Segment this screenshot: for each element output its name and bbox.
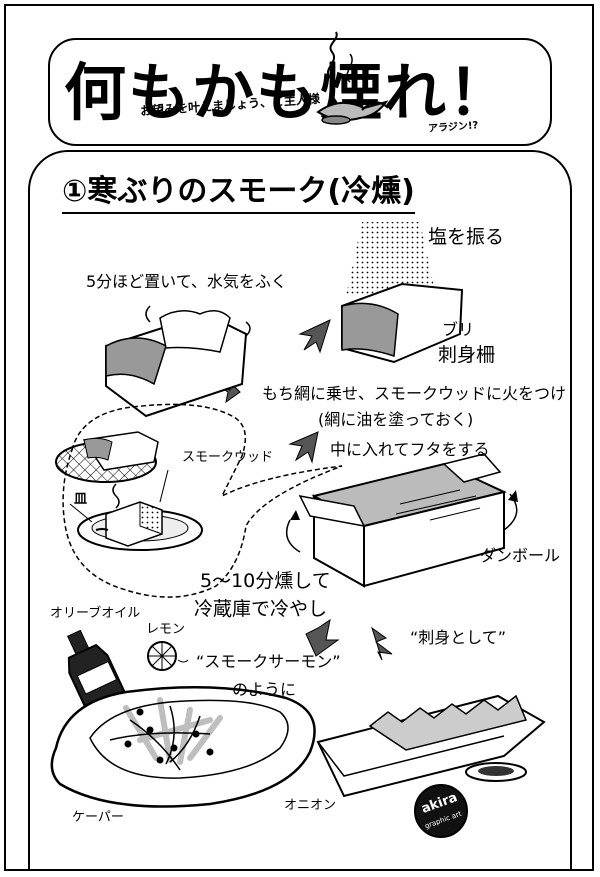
smoked-salmon-plate bbox=[50, 685, 316, 808]
step-rest-label: 5分ほど置いて、水気をふく bbox=[86, 272, 287, 291]
caper-label: ケーパー bbox=[72, 810, 124, 825]
step-net-line3: 中に入れてフタをする bbox=[330, 440, 490, 459]
arrow-down-left-icon bbox=[305, 618, 340, 657]
magic-lamp-icon bbox=[316, 31, 389, 125]
arrow-left-icon-2 bbox=[288, 431, 319, 464]
lemon-label: レモン bbox=[146, 622, 186, 637]
section-heading: ①寒ぶりのスモーク(冷燻) bbox=[62, 166, 415, 214]
akira-logo-badge bbox=[414, 784, 468, 838]
lemon-icon bbox=[147, 641, 189, 671]
sashimi-label: “刺身として” bbox=[410, 628, 507, 647]
fish-label-2: 刺身柵 bbox=[438, 344, 496, 366]
arrow-left-icon bbox=[298, 319, 331, 354]
step-net-line1: もち網に乗せ、スモークウッドに火をつけ bbox=[262, 384, 567, 403]
arrow-down-right-icon bbox=[371, 626, 393, 661]
step-salt-label: 塩を振る bbox=[428, 226, 505, 248]
cardboard-label: ダンボール bbox=[480, 546, 561, 565]
step-chill-line2: 冷蔵庫で冷やし bbox=[194, 598, 328, 620]
step-chill-line1: 5〜10分燻して bbox=[200, 570, 331, 592]
smoker-grill-closeup bbox=[55, 431, 203, 551]
onion-label: オニオン bbox=[284, 798, 337, 813]
smoked-salmon-label-1: “スモークサーモン” bbox=[196, 652, 341, 671]
olive-oil-label: オリーブオイル bbox=[50, 606, 141, 621]
page-title: 何もかも煙れ！ bbox=[64, 56, 513, 129]
cardboard-box-illustration bbox=[285, 453, 518, 588]
smokewood-label: スモークウッド bbox=[182, 450, 274, 465]
salt-sprinkle bbox=[346, 222, 436, 296]
page-frame bbox=[4, 4, 594, 871]
smoked-salmon-label-2: のように bbox=[232, 680, 297, 699]
sashimi-plate bbox=[316, 694, 546, 798]
recipe-panel bbox=[28, 150, 572, 870]
title-banner bbox=[48, 38, 552, 146]
fish-label-1: ブリ bbox=[442, 320, 475, 339]
olive-oil-bottle bbox=[66, 629, 126, 711]
detail-bubble bbox=[62, 403, 343, 598]
plate-label: 皿 bbox=[74, 492, 88, 507]
towel-wrapped-fish bbox=[105, 305, 251, 418]
fish-block-illustration bbox=[341, 282, 464, 364]
step-net-line2: (網に油を塗っておく) bbox=[318, 410, 474, 429]
